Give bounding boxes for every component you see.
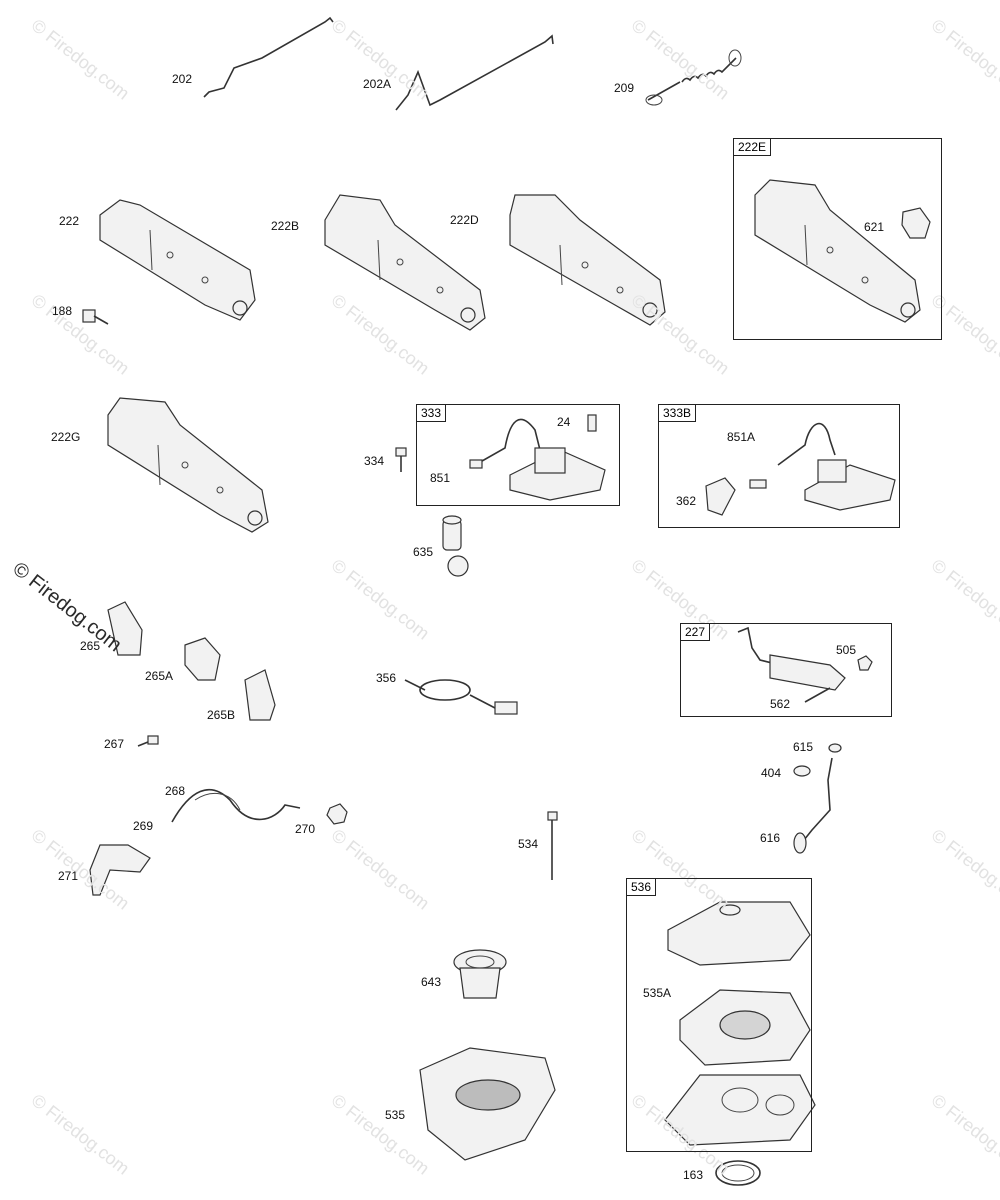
part-label-222b: 222B (271, 219, 300, 233)
part-label-851a: 851A (727, 430, 756, 444)
part-label-616: 616 (760, 831, 781, 845)
clip-621-icon (901, 207, 931, 239)
part-label-851: 851 (430, 471, 451, 485)
group-label-536: 536 (626, 878, 657, 896)
part-label-222g: 222G (51, 430, 81, 444)
part-label-202: 202 (172, 72, 193, 86)
filter-535a-icon (679, 989, 811, 1066)
part-label-267: 267 (104, 737, 125, 751)
wire-356-icon (404, 679, 518, 715)
washer-615-icon (828, 743, 842, 753)
part-label-535a: 535A (643, 986, 672, 1000)
group-box-333: 333 (416, 404, 620, 506)
part-label-222: 222 (59, 214, 80, 228)
bracket-222e-icon (754, 179, 921, 323)
spring-209-icon (645, 49, 742, 106)
group-box-333b: 333B (658, 404, 900, 528)
part-label-265a: 265A (145, 669, 174, 683)
crank-616-icon (793, 757, 833, 854)
part-label-635: 635 (413, 545, 434, 559)
part-label-163: 163 (683, 1168, 704, 1182)
screw-267-icon (137, 735, 159, 747)
lever-271-icon (89, 844, 151, 896)
nut-270-icon (326, 803, 348, 825)
coil-333-icon (469, 414, 606, 501)
part-label-615: 615 (793, 740, 814, 754)
group-box-222e: 222E (733, 138, 942, 340)
part-label-268: 268 (165, 784, 186, 798)
part-label-188: 188 (52, 304, 73, 318)
bracket-222b-icon (324, 194, 486, 331)
screw-188-icon (82, 309, 109, 325)
group-box-227: 227 (680, 623, 892, 717)
cable-268-icon (171, 789, 301, 823)
part-label-202a: 202A (363, 77, 392, 91)
part-label-334: 334 (364, 454, 385, 468)
group-label-227: 227 (680, 623, 711, 641)
part-label-24: 24 (557, 415, 571, 429)
part-label-362: 362 (676, 494, 697, 508)
rod-202-icon (203, 16, 334, 98)
screw-334-icon (395, 447, 407, 472)
part-label-270: 270 (295, 822, 316, 836)
part-label-209: 209 (614, 81, 635, 95)
coil-333b-icon (705, 422, 896, 516)
rod-202a-icon (395, 34, 554, 111)
boot-635-icon (442, 515, 469, 577)
part-label-534: 534 (518, 837, 539, 851)
clip-265a-icon (184, 637, 221, 681)
base-536-icon (664, 1074, 816, 1146)
washer-404-icon (793, 765, 811, 777)
grommet-643-icon (453, 949, 507, 999)
part-label-271: 271 (58, 869, 79, 883)
group-label-333: 333 (416, 404, 447, 422)
bracket-222g-icon (107, 397, 269, 533)
lever-227-icon (737, 626, 873, 703)
clip-265b-icon (244, 669, 276, 721)
part-label-535: 535 (385, 1108, 406, 1122)
bracket-222-icon (99, 199, 256, 321)
filter-535-icon (419, 1047, 556, 1161)
part-label-562: 562 (770, 697, 791, 711)
part-label-222d: 222D (450, 213, 479, 227)
group-label-333b: 333B (658, 404, 697, 422)
group-label-222e: 222E (733, 138, 772, 156)
cover-536-icon (667, 901, 811, 966)
part-label-404: 404 (761, 766, 782, 780)
bracket-222d-icon (509, 194, 666, 326)
part-label-269: 269 (133, 819, 154, 833)
tie-534-icon (547, 811, 558, 880)
part-label-356: 356 (376, 671, 397, 685)
part-label-265b: 265B (207, 708, 236, 722)
part-label-621: 621 (864, 220, 885, 234)
part-label-265: 265 (80, 639, 101, 653)
part-label-505: 505 (836, 643, 857, 657)
clip-265-icon (107, 601, 143, 656)
gasket-163-icon (715, 1160, 761, 1186)
part-label-643: 643 (421, 975, 442, 989)
group-box-536: 536 (626, 878, 812, 1152)
